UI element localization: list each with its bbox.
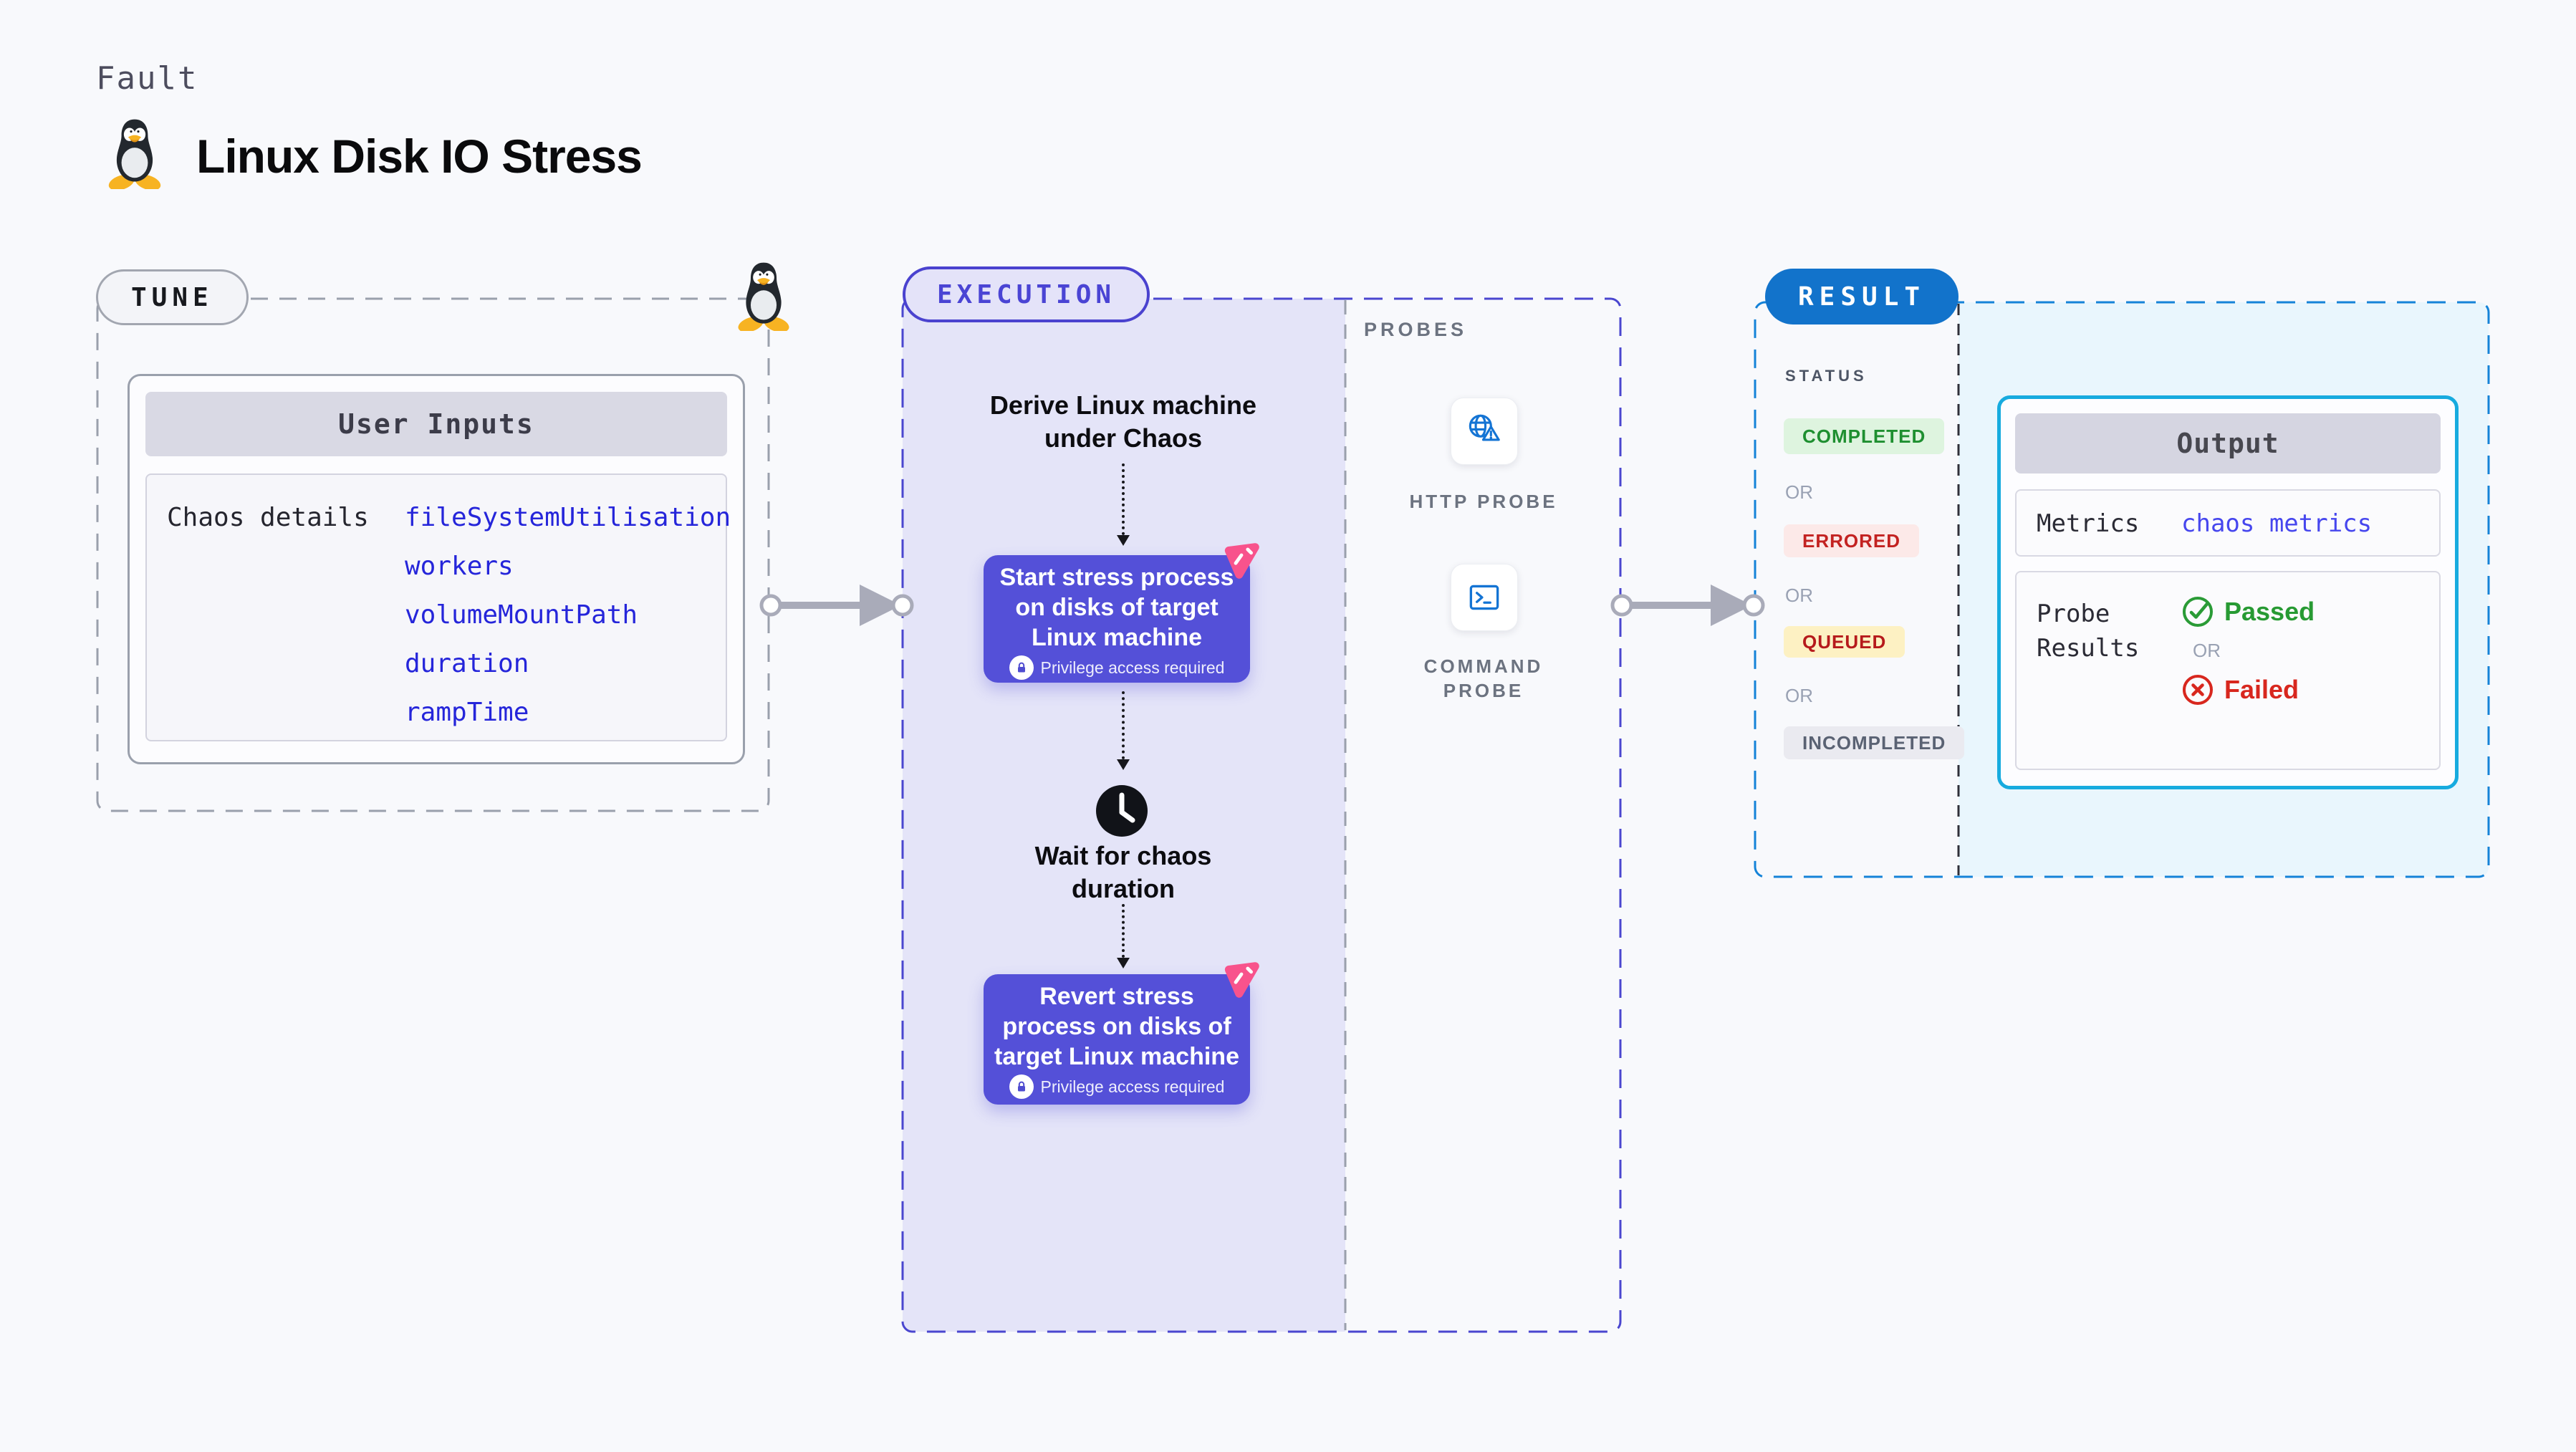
or-separator: OR: [1785, 481, 1813, 503]
or-separator: OR: [2193, 640, 2221, 661]
tux-penguin-icon: [108, 119, 161, 189]
probes-section-label: PROBES: [1364, 319, 1468, 340]
command-probe-card: [1451, 564, 1518, 631]
terminal-icon: [1469, 585, 1499, 610]
user-inputs-card: User Inputs Chaos details fileSystemUtil…: [128, 374, 745, 764]
param-list: fileSystemUtilisation workers volumeMoun…: [405, 494, 731, 737]
derive-step-label: Derive Linux machine under Chaos: [944, 389, 1302, 455]
user-inputs-header: User Inputs: [145, 392, 727, 456]
param-item: duration: [405, 649, 529, 678]
metrics-value: chaos metrics: [2181, 509, 2373, 538]
chaos-fault-icon: [1224, 962, 1259, 998]
derive-line: under Chaos: [1044, 423, 1203, 453]
flow-arrow-down-icon: [1117, 904, 1130, 968]
x-circle-icon: [2183, 675, 2213, 705]
user-inputs-body: Chaos details fileSystemUtilisation work…: [145, 473, 731, 741]
execution-badge: EXECUTION: [903, 266, 1150, 322]
or-separator: OR: [1785, 685, 1813, 706]
page-title: Linux Disk IO Stress: [196, 130, 643, 183]
output-card: Output Metrics chaos metrics Probe Resul…: [1997, 395, 2459, 789]
lock-icon: [1009, 1074, 1034, 1099]
check-circle-icon: [2183, 597, 2213, 627]
passed-row: Passed: [2181, 595, 2315, 628]
param-item: fileSystemUtilisation: [405, 503, 731, 532]
privilege-row: Privilege access required: [984, 655, 1250, 680]
chaos-details-label: Chaos details: [167, 503, 369, 532]
param-item: volumeMountPath: [405, 600, 638, 630]
wait-line: Wait for chaos: [1034, 841, 1212, 870]
derive-line: Derive Linux machine: [989, 390, 1257, 420]
result-badge: RESULT: [1765, 269, 1959, 324]
command-probe-label: COMMAND PROBE: [1423, 655, 1544, 701]
param-item: rampTime: [405, 698, 529, 727]
param-item: workers: [405, 552, 514, 581]
chaos-fault-icon: [1224, 543, 1259, 579]
or-separator: OR: [1785, 585, 1813, 606]
metrics-label: Metrics: [2037, 509, 2140, 538]
tux-penguin-small-icon: [738, 262, 789, 331]
wait-line: duration: [1072, 874, 1175, 903]
result-section: STATUS COMPLETED OR ERRORED OR QUEUED OR…: [1754, 301, 2490, 878]
status-badge-queued: QUEUED: [1784, 626, 1905, 658]
status-badge-incompleted: INCOMPLETED: [1784, 726, 1965, 759]
lock-icon: [1009, 655, 1034, 680]
failed-row: Failed: [2181, 673, 2315, 706]
probe-results-label: Probe Results: [2037, 600, 2140, 663]
start-stress-node: Start stress process on disks of target …: [984, 543, 1259, 683]
probe-results-values: Passed OR Failed: [2181, 595, 2315, 706]
status-badge-errored: ERRORED: [1784, 524, 1920, 557]
metrics-row: Metrics chaos metrics: [2015, 489, 2441, 557]
wait-step-label: Wait for chaos duration: [944, 840, 1302, 905]
execution-section: Derive Linux machine under Chaos Start s…: [901, 297, 1622, 1333]
node-text-line: process on disks of: [1002, 1013, 1231, 1040]
probe-results-row: Probe Results Passed OR: [2015, 571, 2441, 770]
privilege-row: Privilege access required: [984, 1074, 1250, 1099]
status-column-label: STATUS: [1785, 367, 1868, 385]
node-text-line: on disks of target: [1015, 594, 1219, 621]
node-text-line: Revert stress: [1039, 983, 1194, 1010]
node-text-line: Linux machine: [1031, 624, 1203, 651]
privilege-label: Privilege access required: [1040, 658, 1225, 677]
node-text-line: Start stress process: [999, 564, 1234, 591]
revert-stress-node: Revert stress process on disks of target…: [984, 962, 1259, 1105]
http-probe-label: HTTP PROBE: [1409, 491, 1558, 512]
output-header: Output: [2015, 413, 2441, 473]
http-probe-card: [1451, 398, 1518, 465]
fault-kind-label: Fault: [96, 60, 198, 97]
flow-arrow-down-icon: [1117, 463, 1130, 546]
failed-label: Failed: [2224, 675, 2299, 704]
node-text-line: target Linux machine: [994, 1043, 1239, 1070]
flow-arrow-down-icon: [1117, 691, 1130, 770]
globe-alert-icon: [1469, 414, 1500, 441]
wait-clock-icon: [1095, 784, 1149, 838]
tune-to-execution-arrow-icon: [759, 585, 914, 626]
execution-to-result-arrow-icon: [1610, 585, 1765, 626]
passed-label: Passed: [2224, 597, 2315, 626]
status-badge-completed: COMPLETED: [1784, 418, 1945, 454]
tune-badge: TUNE: [96, 269, 249, 325]
privilege-label: Privilege access required: [1040, 1077, 1225, 1096]
